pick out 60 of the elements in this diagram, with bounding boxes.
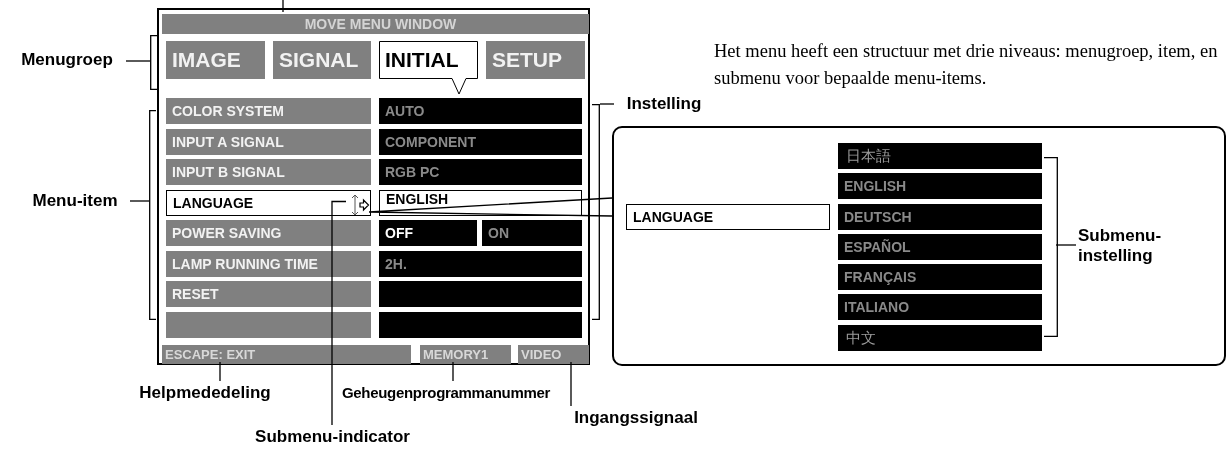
menu-item: COLOR SYSTEM xyxy=(166,98,371,124)
menu-item: INPUT B SIGNAL xyxy=(166,159,371,185)
bracket xyxy=(149,110,156,320)
selected-menu-item: LANGUAGE xyxy=(626,204,830,230)
submenu-option: 中文 xyxy=(838,325,1042,351)
setting-value: AUTO xyxy=(379,98,582,124)
item-text: LANGUAGE xyxy=(173,193,254,213)
setting-value: ENGLISH xyxy=(379,189,582,216)
leader-line xyxy=(282,0,284,13)
menu-item: INPUT A SIGNAL xyxy=(166,128,371,155)
help-bar: ESCAPE: EXIT xyxy=(162,345,411,364)
bracket xyxy=(1044,157,1058,337)
submenu-panel xyxy=(612,126,1226,366)
submenu-option: FRANÇAIS xyxy=(838,264,1042,290)
leader-line xyxy=(129,200,150,202)
setting-value: 2H. xyxy=(379,250,582,277)
callout-label: Submenu-instelling xyxy=(1078,226,1198,270)
submenu-option: ENGLISH xyxy=(838,173,1042,199)
callout-label: Geheugenprogrammanummer xyxy=(326,381,566,405)
setting-value: OFF xyxy=(379,220,477,246)
leader-line xyxy=(219,361,221,382)
leader-line xyxy=(599,103,615,105)
menu-item: RESET xyxy=(166,281,371,307)
leader-line xyxy=(331,200,347,426)
selected-menu-tab: INITIAL xyxy=(379,41,478,95)
empty-bar xyxy=(166,311,371,338)
status-field: MEMORY1 xyxy=(420,345,511,364)
submenu-option: ESPAÑOL xyxy=(838,234,1042,260)
menu-tab: SETUP xyxy=(486,41,585,79)
description-text: Het menu heeft een structuur met drie niveaus: menugroep, item, en submenu voor bepaalde menu-items. xyxy=(714,40,1219,90)
setting-value: ON xyxy=(482,220,582,246)
setting-value: RGB PC xyxy=(379,159,582,185)
callout-label: Menu-item xyxy=(20,189,130,213)
callout-label: Submenu-indicator xyxy=(230,425,435,449)
title-bar: MOVE MENU WINDOW xyxy=(162,14,589,34)
menu-item: LAMP RUNNING TIME xyxy=(166,250,371,277)
bracket xyxy=(592,104,600,320)
submenu-indicator-icon xyxy=(349,192,369,217)
leader-line xyxy=(452,361,454,382)
submenu-option: 日本語 xyxy=(838,143,1042,169)
menu-tab: IMAGE xyxy=(166,41,265,79)
setting-value: COMPONENT xyxy=(379,128,582,155)
bracket xyxy=(150,35,157,90)
status-field: VIDEO xyxy=(518,345,589,364)
callout-label: Instelling xyxy=(614,92,714,116)
menu-tab: SIGNAL xyxy=(273,41,371,79)
callout-label: Menugroep xyxy=(8,48,126,72)
callout-label: Helpmededeling xyxy=(118,381,292,405)
empty-bar xyxy=(379,311,582,338)
empty-bar xyxy=(379,281,582,307)
menu-item: POWER SAVING xyxy=(166,220,371,246)
callout-line xyxy=(368,197,613,217)
leader-line xyxy=(570,361,572,407)
leader-line xyxy=(1055,244,1077,246)
leader-line xyxy=(125,60,151,62)
menu-window xyxy=(157,8,590,365)
callout-label: Ingangssignaal xyxy=(562,406,710,430)
submenu-option: ITALIANO xyxy=(838,294,1042,320)
selected-menu-item xyxy=(166,189,371,216)
submenu-option: DEUTSCH xyxy=(838,204,1042,230)
